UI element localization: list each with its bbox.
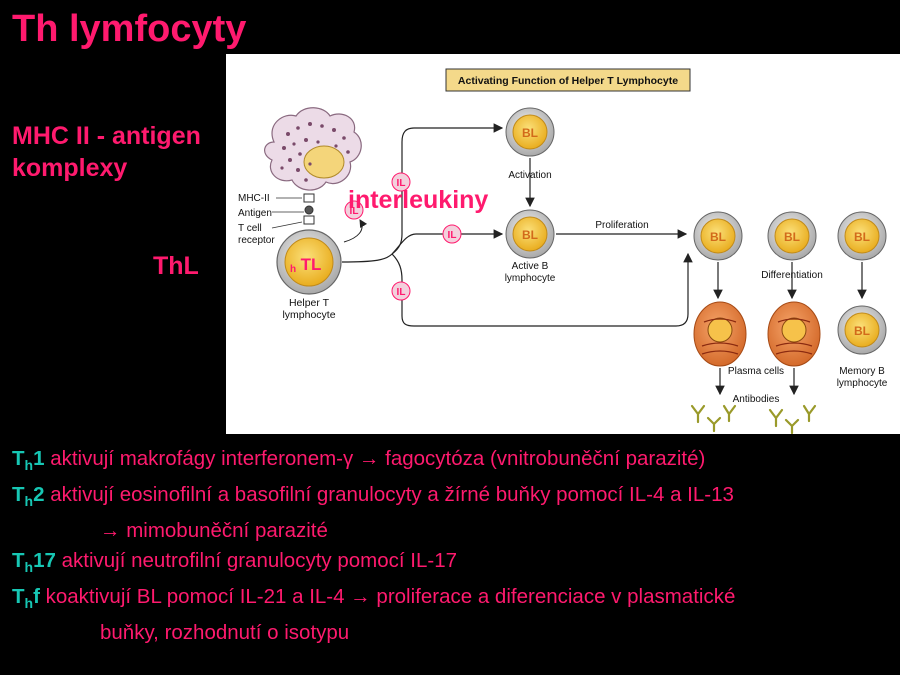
th2-line: Th2 aktivují eosinofilní a basofilní gra…: [12, 480, 900, 516]
b-cell-clone-3-icon: [837, 211, 887, 261]
helper-t-label-2: lymphocyte: [282, 309, 335, 321]
activation-label: Activation: [508, 170, 551, 181]
t-cell-receptor-label-1: T cell: [238, 223, 262, 234]
mhc-ii-label: MHC-II: [238, 193, 270, 204]
b-cell-clone-1-icon: [693, 211, 743, 261]
th17-text: aktivují neutrofilní granulocyty pomocí …: [55, 549, 457, 572]
page-title: Th lymfocyty: [12, 8, 247, 50]
memory-b-cell-icon: [837, 305, 887, 355]
differentiation-label: Differentiation: [761, 270, 823, 281]
helper-t-label-1: Helper T: [289, 297, 330, 309]
differentiation-arrows: [713, 262, 867, 300]
il-badge-bottom: [391, 281, 411, 301]
memory-b-label-1: Memory B: [839, 366, 885, 377]
mhc-antigen-receptor-icon: [303, 193, 315, 225]
th17-prefix: Th17: [12, 549, 56, 575]
interleukiny-label: interleukiny: [348, 186, 489, 214]
thf-continuation: buňky, rozhodnutí o isotypu: [100, 621, 350, 644]
il-badge-middle: [442, 224, 462, 244]
mhc-label: MHC II - antigen komplexy: [12, 120, 201, 184]
thf-line: Thf koaktivují BL pomocí IL-21 a IL-4 → …: [12, 582, 900, 618]
tl-cell-label: TL: [301, 255, 322, 274]
th2-continuation: → mimobuněční parazité: [100, 519, 328, 542]
bl-label-active: BL: [522, 228, 538, 242]
macrophage-icon: [264, 107, 362, 191]
th1-line: Th1 aktivují makrofágy interferonem-γ → …: [12, 444, 900, 480]
bl-label-clone-2: BL: [784, 230, 800, 244]
plasma-cell-1-icon: [693, 301, 747, 367]
b-cell-active-icon: [505, 209, 555, 259]
mhc-label-line-2: komplexy: [12, 154, 128, 182]
figure-diagram: Activating Function of Helper T Lymphocy…: [238, 68, 888, 434]
il-label-bottom: IL: [397, 287, 406, 298]
memory-b-label-2: lymphocyte: [837, 378, 888, 389]
active-b-label-1: Active B: [512, 261, 549, 272]
antibody-icons: [690, 404, 817, 434]
bl-label-top: BL: [522, 126, 538, 140]
il-label-macrophage: IL: [350, 206, 359, 217]
th2-prefix: Th2: [12, 483, 45, 509]
b-cell-clone-2-icon: [767, 211, 817, 261]
figure-header: Activating Function of Helper T Lymphocy…: [458, 75, 678, 87]
antibody-arrows: [715, 368, 799, 396]
thf-prefix: Thf: [12, 585, 40, 611]
b-cell-resting-icon: [505, 107, 555, 157]
plasma-cells-label: Plasma cells: [728, 366, 784, 377]
th17-line: Th17 aktivují neutrofilní granulocyty po…: [12, 546, 900, 582]
th1-prefix: Th1: [12, 447, 45, 473]
figure-panel: Activating Function of Helper T Lymphocy…: [226, 54, 900, 434]
active-b-label-2: lymphocyte: [505, 273, 556, 284]
il-label-middle: IL: [448, 230, 457, 241]
il-label-top: IL: [397, 178, 406, 189]
antibodies-label: Antibodies: [733, 394, 780, 405]
helper-t-cell-icon: [276, 229, 342, 295]
th1-text: aktivují makrofágy interferonem-γ → fago…: [44, 447, 706, 470]
th2-text: aktivují eosinofilní a basofilní granulo…: [44, 483, 734, 506]
figure-header-box: [445, 68, 691, 92]
thf-text: koaktivují BL pomocí IL-21 a IL-4 → prol…: [39, 585, 736, 608]
th-subsets-list: Th1 aktivují makrofágy interferonem-γ → …: [12, 444, 900, 648]
antigen-label: Antigen: [238, 208, 272, 219]
il-badge-top: [391, 172, 411, 192]
t-cell-receptor-label-2: receptor: [238, 235, 275, 246]
thl-label: ThL: [153, 252, 199, 280]
bl-label-clone-1: BL: [710, 230, 726, 244]
plasma-cell-2-icon: [767, 301, 821, 367]
mhc-label-line-1: MHC II - antigen: [12, 122, 201, 150]
activation-arrows: [341, 123, 693, 327]
bl-label-memory: BL: [854, 324, 870, 338]
il-badge-macrophage: [344, 200, 364, 220]
proliferation-label: Proliferation: [595, 220, 648, 231]
tl-prefix: h: [290, 264, 296, 275]
bl-label-clone-3: BL: [854, 230, 870, 244]
arrow-to-macrophage: [343, 219, 368, 243]
